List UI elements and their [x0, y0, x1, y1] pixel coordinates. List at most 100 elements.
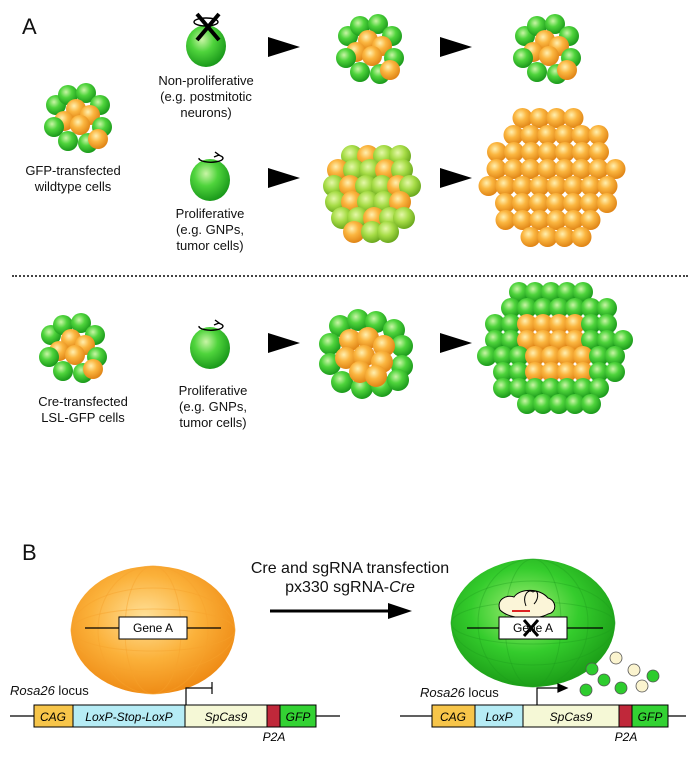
cell	[486, 159, 507, 179]
cre-label: Cre-transfected LSL-GFP cells	[38, 394, 128, 425]
gene-a-label-left: Gene A	[133, 621, 173, 635]
cell	[557, 362, 577, 382]
cell	[527, 62, 547, 82]
cell	[53, 361, 73, 381]
gfp-right: GFP	[638, 710, 663, 724]
cell	[546, 193, 566, 213]
cell	[546, 210, 567, 230]
cell	[539, 46, 559, 66]
single-cell-prolif-bottom	[190, 327, 230, 369]
cell	[580, 210, 601, 230]
cell	[541, 378, 561, 398]
cell	[399, 175, 421, 197]
loxp-stop-loxp-left: LoxP-Stop-LoxP	[85, 710, 172, 724]
cell	[573, 282, 593, 302]
cell	[319, 333, 341, 355]
cell	[513, 48, 533, 68]
cell	[538, 142, 558, 162]
cell	[525, 282, 545, 302]
cell	[520, 159, 541, 179]
cell	[501, 330, 521, 350]
cell	[501, 298, 521, 318]
gfp-dot	[579, 683, 593, 697]
cell	[503, 125, 524, 145]
cell	[605, 362, 625, 382]
cell	[613, 330, 633, 350]
cell	[525, 378, 545, 398]
cell	[371, 175, 393, 197]
cell	[554, 227, 575, 247]
cell	[573, 378, 593, 398]
cell-cluster-wildtype	[44, 83, 112, 153]
cell	[571, 159, 592, 179]
cell	[509, 362, 529, 382]
cell-cluster-nonprolif-1	[336, 14, 404, 84]
cag-left: CAG	[40, 710, 66, 724]
gfp-dot	[646, 669, 660, 683]
right-arrowhead-icon	[268, 168, 300, 188]
cell	[533, 330, 553, 350]
cell	[533, 298, 553, 318]
right-arrowhead-icon	[440, 333, 472, 353]
cell	[565, 314, 585, 334]
cell	[554, 125, 575, 145]
cell	[589, 362, 609, 382]
cell	[76, 83, 96, 103]
cell	[563, 176, 584, 196]
cell	[517, 394, 537, 414]
panel-b-letter: B	[22, 540, 37, 565]
cell	[549, 330, 569, 350]
cell	[509, 282, 529, 302]
cell	[573, 346, 593, 366]
cell	[597, 330, 617, 350]
cell	[537, 227, 558, 247]
cell	[546, 176, 567, 196]
cell	[533, 394, 553, 414]
cell	[557, 378, 577, 398]
cell	[597, 176, 618, 196]
cell	[565, 298, 585, 318]
prolif-label-bottom: Proliferative (e.g. GNPs, tumor cells)	[178, 383, 248, 430]
right-arrowhead-icon	[440, 37, 472, 57]
cell	[512, 176, 533, 196]
cell	[581, 314, 601, 334]
cell	[393, 207, 415, 229]
p2a-left: P2A	[263, 730, 286, 744]
cell	[597, 193, 617, 213]
gfp-dot	[597, 673, 611, 687]
cell	[65, 345, 85, 365]
cell	[493, 346, 513, 366]
cell	[529, 193, 549, 213]
transfection-arrow	[270, 603, 412, 619]
cell	[377, 221, 399, 243]
cell	[529, 176, 550, 196]
promoter-arrow-icon	[536, 683, 569, 705]
gfp-dot	[585, 662, 599, 676]
cell	[571, 227, 592, 247]
cross-icon	[522, 619, 540, 637]
cell	[529, 210, 550, 230]
cell	[581, 298, 601, 318]
cell	[485, 314, 505, 334]
cell	[541, 362, 561, 382]
rosa26-label-right: Rosa26 locus	[420, 685, 499, 700]
cell	[533, 314, 553, 334]
cell	[347, 309, 369, 331]
cell	[39, 347, 59, 367]
cell	[495, 193, 515, 213]
cell	[549, 394, 569, 414]
cell	[495, 176, 516, 196]
cell	[557, 60, 577, 80]
cell	[580, 193, 600, 213]
cell	[563, 210, 584, 230]
cell	[70, 115, 90, 135]
cell	[350, 62, 370, 82]
cell	[605, 159, 626, 179]
cell	[546, 108, 567, 128]
cell	[597, 314, 617, 334]
cell	[391, 335, 413, 357]
cell	[362, 46, 382, 66]
cell	[336, 48, 356, 68]
cell	[485, 330, 505, 350]
gfp-dot	[609, 651, 623, 665]
